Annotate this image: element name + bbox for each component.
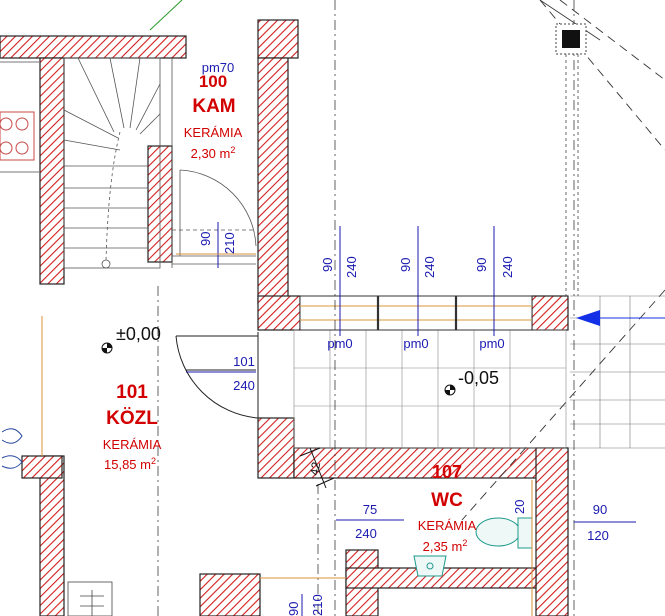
- window-2-height: 240: [422, 256, 437, 278]
- door-swing-main: [175, 332, 259, 419]
- door-tag-pm70: pm70: [202, 60, 235, 75]
- window-1-pm0: pm0: [327, 336, 352, 351]
- toilet-icon: [475, 517, 533, 549]
- kam-door-width: 90: [198, 232, 213, 246]
- wall-left-vertical: [39, 57, 65, 285]
- room-107-material: KERÁMIA: [418, 518, 477, 533]
- walls: [0, 19, 569, 616]
- room-100-material: KERÁMIA: [184, 125, 243, 140]
- cabinet-icon: [67, 581, 113, 616]
- level-minus: -0,05: [458, 368, 499, 388]
- room-100-number: 100: [199, 72, 227, 91]
- room-100-name: KAM: [192, 96, 235, 117]
- stair-arrow-start: [101, 259, 111, 269]
- section-lines: [461, 0, 665, 521]
- room-100-area: 2,30 m2: [191, 145, 236, 161]
- door-tag-lines: [186, 222, 636, 616]
- main-door-height: 240: [233, 378, 255, 393]
- door-swing-kam: [179, 169, 257, 256]
- window-band: [299, 295, 533, 331]
- entrance-arrow-icon: [576, 310, 665, 326]
- window-3-pm0: pm0: [479, 336, 504, 351]
- washbasin-icon: [1, 428, 23, 469]
- bottom-door-height: 210: [310, 594, 325, 616]
- bottom-door-width: 90: [286, 602, 301, 616]
- kam-door-height: 210: [222, 232, 237, 254]
- room-107-number: 107: [432, 462, 462, 482]
- window-3-width: 90: [474, 258, 489, 272]
- window-2-pm0: pm0: [403, 336, 428, 351]
- wall-wc-top: [257, 417, 295, 479]
- right-window-width: 90: [593, 502, 607, 517]
- window-1-height: 240: [344, 256, 359, 278]
- room-101-area: 15,85 m2: [104, 456, 156, 472]
- wall-wc-right: [535, 447, 569, 616]
- wall-dimension: [299, 447, 335, 489]
- green-site-line: [149, 0, 183, 31]
- wall-bottom-left-stub: [21, 455, 63, 479]
- wall-wc-horizontal: [293, 447, 569, 479]
- door-frames: [41, 253, 533, 616]
- room-107-area: 2,35 m2: [423, 538, 468, 554]
- kitchen-counter: [0, 61, 40, 173]
- room-101-name: KÖZL: [106, 408, 158, 429]
- window-1-width: 90: [320, 258, 335, 272]
- wall-top-right: [257, 19, 299, 59]
- window-2-width: 90: [398, 258, 413, 272]
- wc-door-width: 75: [363, 502, 377, 517]
- roof-edge: [539, 0, 601, 41]
- wall-kam-right: [257, 57, 289, 305]
- column-marker: [555, 23, 587, 296]
- wall-bottom-mid: [199, 573, 261, 616]
- wc-door-height: 240: [355, 526, 377, 541]
- level-zero: ±0,00: [116, 324, 161, 344]
- wall-bottom-left: [39, 455, 65, 616]
- right-window-height: 120: [587, 528, 609, 543]
- wall-top-left: [0, 35, 187, 59]
- wall-core-stub: [257, 295, 301, 331]
- main-door-width: 101: [233, 354, 255, 369]
- wall-dimension-label: 42: [307, 461, 323, 477]
- room-101-material: KERÁMIA: [103, 437, 162, 452]
- axis-lines: [157, 0, 575, 616]
- room-107-name: WC: [431, 490, 463, 511]
- sink-icon: [413, 555, 447, 577]
- wc-window-width: 20: [512, 500, 527, 514]
- room-101-number: 101: [116, 382, 148, 403]
- window-3-height: 240: [500, 256, 515, 278]
- staircase: [63, 57, 256, 269]
- level-marker-icon: [101, 342, 456, 396]
- floor-tile-grid: [293, 329, 567, 449]
- wall-right-pillar: [531, 295, 569, 331]
